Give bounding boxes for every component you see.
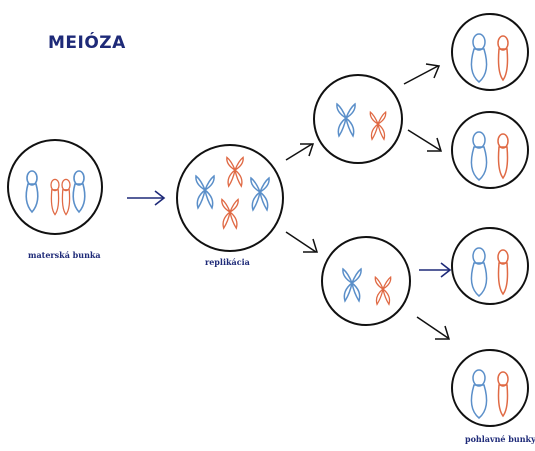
- replication-label: replikácia: [205, 257, 250, 267]
- mother-cell: [7, 139, 103, 235]
- lower-daughter-cell: [321, 236, 411, 326]
- arrow-to-upper-cell: [285, 143, 315, 161]
- arrow-to-gamete-4: [416, 316, 451, 340]
- gamete-cell-2: [451, 111, 529, 189]
- gamete-cell-4: [451, 349, 529, 427]
- arrow-to-replication: [127, 190, 166, 206]
- gamete-cell-1: [451, 13, 529, 91]
- gamete-cell-3: [451, 227, 529, 305]
- gametes-label: pohlavné bunky: [465, 434, 535, 444]
- arrow-to-gamete-1: [403, 63, 441, 85]
- mother-cell-label: materská bunka: [28, 250, 101, 260]
- arrow-to-lower-cell: [285, 231, 319, 253]
- arrow-to-gamete-2: [407, 129, 443, 152]
- diagram-title: MEIÓZA: [48, 33, 126, 53]
- upper-daughter-cell: [313, 74, 403, 164]
- replication-cell: [176, 144, 284, 252]
- arrow-to-gamete-3: [419, 262, 452, 278]
